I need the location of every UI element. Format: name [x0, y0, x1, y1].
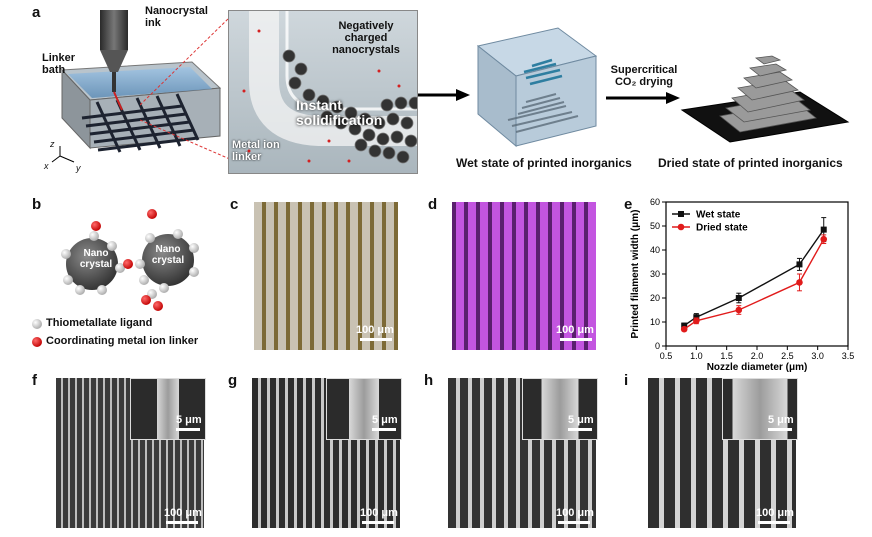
data-point [735, 306, 743, 314]
scale-label-i: 100 μm [756, 507, 794, 519]
inset-scale-bar-i [768, 428, 792, 431]
y-tick-label: 30 [650, 269, 660, 279]
x-tick-label: 3.0 [811, 351, 824, 361]
inset-scale-label-f: 5 μm [176, 414, 202, 426]
y-tick-label: 40 [650, 245, 660, 255]
data-point [820, 226, 827, 233]
scale-bar-g [362, 521, 394, 524]
scale-bar-d [560, 338, 592, 341]
inset-scale-label-i: 5 μm [768, 414, 794, 426]
wet-state-cube [476, 27, 598, 148]
x-tick-label: 3.5 [842, 351, 855, 361]
inset-scale-bar-f [176, 428, 200, 431]
data-point [735, 295, 742, 301]
data-point [693, 314, 700, 321]
data-point [693, 317, 700, 325]
caption-dried-state: Dried state of printed inorganics [658, 156, 843, 170]
panel-label-f: f [32, 372, 37, 389]
legend-label: Dried state [696, 223, 748, 234]
label-nanocrystal-ink: Nanocrystal ink [145, 5, 208, 29]
scale-bar-i [758, 521, 790, 524]
scale-label-d: 100 μm [556, 324, 594, 336]
x-tick-label: 2.5 [781, 351, 794, 361]
arrow-right-icon [606, 92, 680, 104]
scale-bar-c [360, 338, 392, 341]
panel-label-i: i [624, 372, 629, 389]
y-tick-label: 20 [650, 293, 660, 303]
nanocrystal-diagram [61, 209, 199, 311]
linker-marker-icon [32, 337, 42, 347]
legend-marker [677, 223, 685, 231]
panel-label-c: c [230, 196, 239, 213]
nano-crystal-label-1: Nano crystal [79, 248, 113, 270]
arrow-right-icon [418, 89, 470, 101]
axis-y-label: y [76, 163, 81, 173]
data-point [796, 261, 803, 268]
dried-state-pyramid [680, 55, 850, 143]
x-axis-label: Nozzle diameter (μm) [707, 362, 808, 372]
optical-micrograph-c [254, 202, 398, 350]
nano-crystal-label-2: Nano crystal [151, 244, 185, 266]
x-tick-label: 0.5 [660, 351, 673, 361]
panel-label-h: h [424, 372, 434, 389]
y-tick-label: 50 [650, 221, 660, 231]
legend-marker [678, 211, 684, 217]
sem-inset-f [130, 378, 206, 440]
y-tick-label: 60 [650, 197, 660, 207]
x-tick-label: 1.5 [720, 351, 733, 361]
y-tick-label: 0 [655, 341, 660, 351]
axis-x-label: x [44, 161, 49, 171]
legend-label: Wet state [696, 210, 741, 221]
axis-z-label: z [50, 139, 55, 149]
scale-bar-h [558, 521, 590, 524]
data-point [680, 325, 688, 333]
scale-label-c: 100 μm [356, 324, 394, 336]
scale-label-g: 100 μm [360, 507, 398, 519]
inset-scale-bar-g [372, 428, 396, 431]
panel-label-a: a [32, 4, 41, 21]
printer-illustration [60, 10, 222, 153]
label-instant-solidification: Instant solidification [296, 97, 383, 128]
x-tick-label: 1.0 [690, 351, 703, 361]
panel-label-d: d [428, 196, 438, 213]
caption-wet-state: Wet state of printed inorganics [456, 156, 632, 170]
chart-frame [665, 201, 849, 347]
label-supercritical: Supercritical CO₂ drying [610, 64, 678, 88]
scale-label-f: 100 μm [164, 507, 202, 519]
legend-markers [32, 319, 42, 347]
y-axis-label: Printed filament width (μm) [630, 210, 641, 339]
axis-triad-icon [51, 146, 75, 163]
label-metal-ion-linker: Metal ion linker [232, 139, 280, 163]
legend-coordinating-linker: Coordinating metal ion linker [46, 335, 199, 347]
label-linker-bath: Linker bath [42, 52, 76, 76]
scale-bar-f [166, 521, 198, 524]
inset-scale-label-h: 5 μm [568, 414, 594, 426]
fluorescence-micrograph-d [452, 202, 596, 350]
ligand-marker-icon [32, 319, 42, 329]
x-tick-label: 2.0 [751, 351, 764, 361]
zoomed-nozzle-view [228, 10, 418, 174]
y-tick-label: 10 [650, 317, 660, 327]
scale-label-h: 100 μm [556, 507, 594, 519]
panel-label-b: b [32, 196, 42, 213]
nozzle-tip-drawing [242, 11, 417, 164]
series-line-1 [683, 238, 825, 330]
inset-scale-bar-h [568, 428, 592, 431]
legend-thiometallate-ligand: Thiometallate ligand [46, 317, 153, 329]
panel-label-e: e [624, 196, 633, 213]
data-point [796, 279, 803, 286]
panel-label-g: g [228, 372, 238, 389]
filament-width-chart: 0.5 1.0 1.5 2.0 2.5 3.0 3.5 0 10 20 30 40 50 60Nozzle… [630, 197, 855, 372]
zoom-connector [140, 14, 233, 161]
data-point [681, 322, 688, 329]
data-point [820, 235, 828, 243]
inset-scale-label-g: 5 μm [372, 414, 398, 426]
label-negatively-charged: Negatively charged nanocrystals [332, 20, 400, 56]
